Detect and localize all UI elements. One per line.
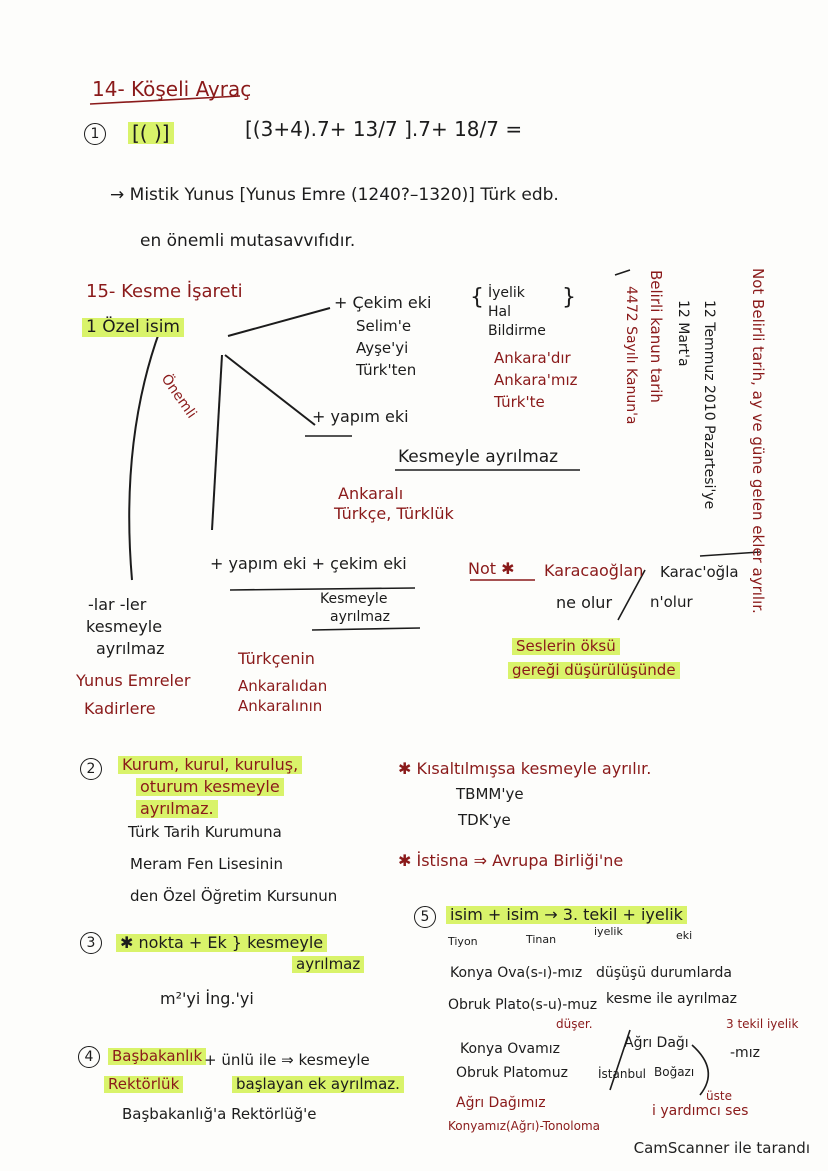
mistik-line: → Mistik Yunus [Yunus Emre (1240?–1320)]… — [110, 185, 559, 205]
duser: düşer. — [556, 1017, 593, 1031]
vertical-date: 12 Temmuz 2010 Pazartesi'ye — [701, 300, 717, 510]
agri-dagi: Ağrı Dağı — [624, 1035, 689, 1051]
seslerin-2: gereği düşürülüşünde — [508, 662, 680, 679]
ozel-isim: 1 Özel isim — [82, 318, 184, 337]
sub-eki: eki — [676, 929, 693, 942]
vertical-mart: 12 Mart'a — [675, 300, 691, 367]
tekil-iyelik: 3 tekil iyelik — [726, 1017, 799, 1031]
vertical-note: Not Belirli tarih, ay ve güne gelen ekle… — [749, 268, 767, 614]
cekim-eki-title: + Çekim eki — [334, 293, 432, 312]
ankara-3: Türk'te — [494, 393, 545, 411]
unlu-ile: + ünlü ile ⇒ kesmeyle — [204, 1051, 370, 1069]
item-number-4: 4 — [78, 1046, 106, 1068]
bracket-symbol: [( )] — [128, 122, 174, 144]
lar-ler-3: ayrılmaz — [96, 639, 165, 658]
sub-iyelik: iyelik — [594, 925, 623, 938]
miz-suffix: -mız — [730, 1045, 760, 1061]
kurum-line-3: ayrılmaz. — [136, 800, 218, 818]
ankara-2: Ankara'mız — [494, 371, 578, 389]
turkcenin: Türkçenin — [238, 649, 315, 668]
nokta-ek-line-2: ayrılmaz — [292, 956, 365, 973]
vertical-kanun-2: 4472 Sayılı Kanun'a — [623, 286, 639, 425]
yardimci-ses: i yardımcı ses — [652, 1103, 749, 1119]
scanner-footer: CamScanner ile tarandı — [633, 1139, 810, 1157]
lar-ler-2: kesmeyle — [86, 617, 163, 636]
konyamiz: Konyamız(Ağrı)-Tonoloma — [448, 1119, 600, 1133]
karacaoglan: Karacaoğlan — [544, 561, 644, 580]
cekim-ex-1: Selim'e — [356, 317, 412, 335]
kesmeyle-2b: ayrılmaz — [330, 609, 390, 625]
iyelik-1: İyelik — [488, 285, 525, 301]
basbakanlik: Başbakanlık — [108, 1048, 207, 1065]
kurum-ex-1: Türk Tarih Kurumuna — [128, 823, 282, 841]
istanbul: İstanbul — [598, 1067, 647, 1081]
iyelik-3: Bildirme — [488, 323, 546, 339]
ankarali: Ankaralı — [338, 484, 404, 503]
yunus-emreler: Yunus Emreler — [76, 671, 191, 690]
nokta-ex: m²'yi İng.'yi — [160, 989, 254, 1008]
yapim-eki: + yapım eki — [312, 407, 409, 426]
item-number-3: 3 — [80, 932, 108, 954]
basbakanlik-ex: Başbakanlığ'a Rektörlüğ'e — [122, 1105, 317, 1123]
kurum-line-2: oturum kesmeyle — [136, 778, 284, 796]
obruk-plato: Obruk Plato(s-u)-muz — [448, 997, 598, 1013]
liste: üste — [706, 1089, 732, 1103]
kisalt-ex-1: TBMM'ye — [456, 785, 524, 803]
kesmeyle-ayrilmaz: Kesmeyle ayrılmaz — [398, 447, 559, 467]
expression: [(3+4).7+ 13/7 ].7+ 18/7 = — [245, 117, 523, 141]
sub-tinan: Tinan — [526, 933, 557, 946]
ne-olur: ne olur — [556, 593, 613, 612]
kisalt-ex-2: TDK'ye — [458, 811, 511, 829]
bogazi: Boğazı — [654, 1065, 695, 1079]
kurum-line-1: Kurum, kurul, kuruluş, — [118, 756, 303, 774]
obruk-platomuz: Obruk Platomuz — [456, 1065, 568, 1081]
sub-tiyon: Tiyon — [448, 935, 478, 948]
rektorluk: Rektörlük — [104, 1076, 184, 1093]
lar-ler: -lar -ler — [88, 595, 147, 614]
item-number-2: 2 — [80, 758, 108, 780]
turkce-turkluk: Türkçe, Türklük — [334, 504, 454, 523]
vertical-kanun: Belirli kanun tarih — [647, 270, 665, 403]
ankaralidan: Ankaralıdan — [238, 677, 328, 695]
item-number-1: 1 — [84, 120, 112, 145]
yapim-cekim: + yapım eki + çekim eki — [210, 554, 407, 573]
isim-isim-rule: isim + isim → 3. tekil + iyelik — [446, 906, 687, 924]
kesmeyle-2a: Kesmeyle — [320, 591, 388, 607]
kurum-ex-2: Meram Fen Lisesinin — [130, 855, 283, 873]
kisalt-note: ✱ Kısaltılmışsa kesmeyle ayrılır. — [398, 759, 652, 778]
kesme-ile-ayrilmaz: kesme ile ayrılmaz — [606, 991, 738, 1007]
ankaralinin: Ankaralının — [238, 697, 323, 715]
section-15-title: 15- Kesme İşareti — [86, 281, 243, 302]
kadirlere: Kadirlere — [84, 699, 156, 718]
item-number-5: 5 — [414, 906, 442, 928]
konya-ovamiz: Konya Ovamız — [460, 1041, 560, 1057]
karac-ogla: Karac'oğla — [660, 563, 739, 581]
brace-left: { — [470, 285, 484, 310]
agri-dagimiz: Ağrı Dağımız — [456, 1095, 546, 1111]
mistik-line-2: en önemli mutasavvıfıdır. — [140, 231, 356, 251]
cekim-ex-3: Türk'ten — [356, 361, 417, 379]
n-olur: n'olur — [650, 593, 693, 611]
nokta-ek-line: ✱ nokta + Ek } kesmeyle — [116, 934, 328, 952]
section-14-title: 14- Köşeli Ayraç — [92, 77, 252, 101]
ankara-1: Ankara'dır — [494, 349, 571, 367]
dususlu-durumlarda: düşüşü durumlarda — [596, 965, 733, 981]
iyelik-2: Hal — [488, 304, 511, 320]
not-title: Not ✱ — [468, 559, 515, 578]
konya-ova: Konya Ova(s-ı)-mız — [450, 965, 583, 981]
seslerin-1: Seslerin öksü — [512, 638, 620, 655]
cekim-ex-2: Ayşe'yi — [356, 339, 409, 357]
kurum-ex-3: den Özel Öğretim Kursunun — [130, 887, 338, 905]
istisna-note: ✱ İstisna ⇒ Avrupa Birliği'ne — [398, 851, 624, 870]
baslayan-ek: başlayan ek ayrılmaz. — [232, 1076, 404, 1093]
brace-right: } — [562, 285, 576, 310]
